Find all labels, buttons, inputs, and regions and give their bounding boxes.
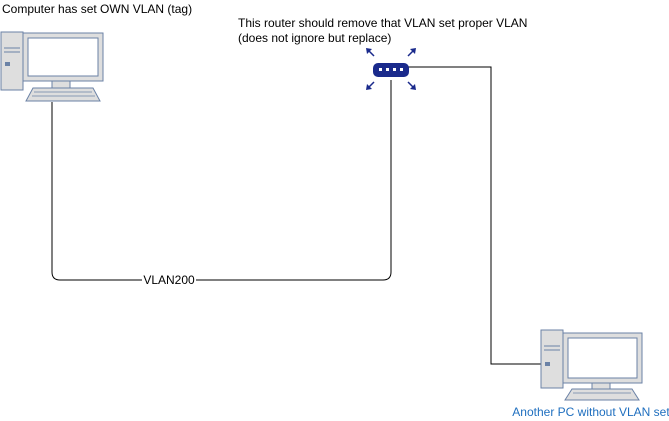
vlan200-link[interactable] xyxy=(51,80,392,281)
other-pc-link[interactable] xyxy=(402,66,541,365)
link-label: VLAN200 xyxy=(143,273,195,287)
router-note-line1: This router should remove that VLAN set … xyxy=(238,16,527,30)
computer-note: Computer has set OWN VLAN (tag) xyxy=(2,2,192,16)
other-pc-icon[interactable] xyxy=(540,329,643,401)
link-label-bg xyxy=(142,273,196,287)
computer-icon[interactable] xyxy=(0,31,104,102)
other-pc-label: Another PC without VLAN set xyxy=(512,405,669,419)
router-icon[interactable] xyxy=(366,48,416,90)
router-note-line2: (does not ignore but replace) xyxy=(238,31,391,45)
